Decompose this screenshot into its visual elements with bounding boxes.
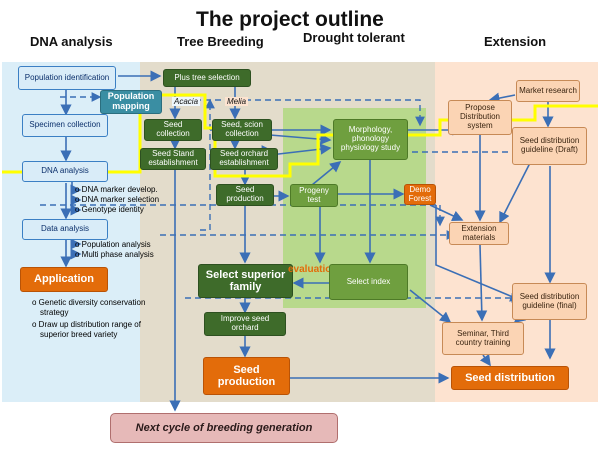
- next-cycle-box[interactable]: Next cycle of breeding generation: [110, 413, 338, 443]
- morphology-study-box[interactable]: Morphology, phonology physiology study: [333, 119, 408, 160]
- seed-distribution-final-box[interactable]: Seed distribution guideline (final): [512, 283, 587, 320]
- demo-forest-box[interactable]: Demo Forest: [404, 184, 436, 205]
- plus-tree-selection-box[interactable]: Plus tree selection: [163, 69, 251, 87]
- seed-production-small-box[interactable]: Seed production: [216, 184, 274, 206]
- propose-distribution-box[interactable]: Propose Distribution system: [448, 100, 512, 135]
- dna-marker-list: DNA marker develop. DNA marker selection…: [75, 185, 159, 215]
- evaluation-label: evaluation: [288, 264, 338, 275]
- list-item: Draw up distribution range of superior b…: [32, 320, 165, 340]
- acacia-label: Acacia: [172, 97, 201, 106]
- progeny-test-box[interactable]: Progeny test: [290, 184, 338, 207]
- list-item: Population analysis: [75, 240, 154, 250]
- page-title: The project outline: [196, 8, 384, 31]
- extension-materials-box[interactable]: Extension materials: [449, 222, 509, 245]
- data-analysis-list: Population analysis Multi phase analysis: [75, 240, 154, 260]
- seed-orchard-establishment-box[interactable]: Seed orchard establishment: [210, 148, 278, 170]
- seed-distribution-box[interactable]: Seed distribution: [451, 366, 569, 390]
- header-dna-analysis: DNA analysis: [30, 34, 113, 49]
- list-item: DNA marker develop.: [75, 185, 159, 195]
- population-mapping-box[interactable]: Population mapping: [100, 90, 162, 114]
- data-analysis-box[interactable]: Data analysis: [22, 219, 108, 240]
- application-list: Genetic diversity conservation strategy …: [32, 298, 165, 340]
- list-item: Genotype identity: [75, 205, 159, 215]
- select-superior-family-box[interactable]: Select superior family: [198, 264, 293, 298]
- market-research-box[interactable]: Market research: [516, 80, 580, 102]
- list-item: DNA marker selection: [75, 195, 159, 205]
- header-tree-breeding: Tree Breeding: [177, 34, 264, 49]
- seed-production-box[interactable]: Seed production: [203, 357, 290, 395]
- list-item: Multi phase analysis: [75, 250, 154, 260]
- population-identification-box[interactable]: Population identification: [18, 66, 116, 90]
- improve-seed-orchard-box[interactable]: Improve seed orchard: [204, 312, 286, 336]
- dna-analysis-box[interactable]: DNA analysis: [22, 161, 108, 182]
- header-extension: Extension: [484, 34, 547, 49]
- melia-label: Melia: [225, 97, 249, 106]
- specimen-collection-box[interactable]: Specimen collection: [22, 114, 108, 137]
- seminar-training-box[interactable]: Seminar, Third country training: [442, 322, 524, 355]
- seed-collection-box[interactable]: Seed collection: [144, 119, 202, 141]
- seed-stand-establishment-box[interactable]: Seed Stand establishment: [140, 148, 206, 170]
- seed-scion-collection-box[interactable]: Seed, scion collection: [212, 119, 272, 141]
- seed-distribution-draft-box[interactable]: Seed distribution guideline (Draft): [512, 127, 587, 165]
- list-item: Genetic diversity conservation strategy: [32, 298, 160, 318]
- header-drought-tolerant: Drought tolerant: [303, 30, 405, 45]
- application-box[interactable]: Application: [20, 267, 108, 292]
- select-index-box[interactable]: Select index: [329, 264, 408, 300]
